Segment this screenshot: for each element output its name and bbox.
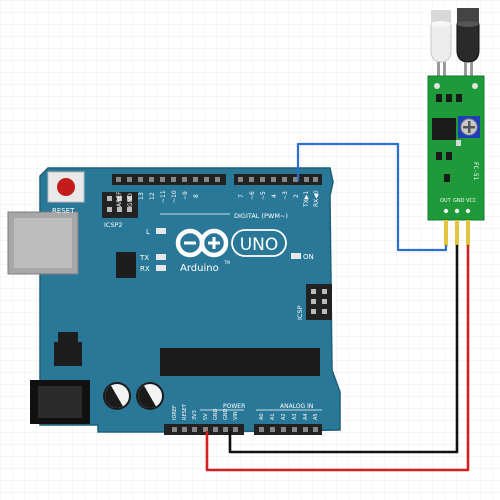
icsp2-label: ICSP2 [104,221,123,229]
pin-label-tx: TX▶1 [303,191,310,208]
pin-label-5: ~5 [260,191,267,200]
led-label-tx: TX [139,254,149,262]
arduino-board: RESET ICSP2 AREF GND 13 12 ~11 ~ [7,167,341,435]
pin-label-7: 7 [238,194,245,198]
power-pin-reset: RESET [182,403,188,420]
sensor-pin-label-gnd: GND [453,198,465,204]
sensor-smd-parts [436,94,462,182]
led-l [156,228,166,234]
ir-sensor-module: FC-51 OUT GND VCC [427,8,485,246]
usb-chip [116,252,136,278]
ir-receiver-led [456,8,480,76]
led-label-l: L [146,228,150,236]
analog-pin-a0: A0 [259,413,265,420]
pin-label-13: 13 [138,192,145,200]
power-pin-vin: VIN [233,411,239,420]
arduino-brand-text: Arduino [180,263,219,274]
dc-jack-inner [38,386,82,418]
capacitor-1 [103,382,131,410]
icsp-pins [311,289,327,314]
power-pin-ioref: IOREF [172,405,178,420]
digital-header-left [112,174,226,185]
pin-label-11: ~11 [160,190,167,203]
sensor-header-pins [444,220,470,246]
arduino-logo [175,228,229,258]
icsp-label: ICSP [296,305,304,320]
analog-header [254,424,322,435]
analog-pin-a2: A2 [281,413,287,420]
pin-label-9: ~9 [182,191,189,200]
icsp-header [306,284,332,320]
power-pin-3v3: 3V3 [192,410,198,420]
potentiometer[interactable] [458,116,480,138]
analog-pin-a3: A3 [292,413,298,420]
pin-label-8: 8 [193,194,200,198]
reset-label: RESET [52,207,75,215]
pin-label-12: 12 [149,192,156,200]
digital-header-left-pins [116,177,220,182]
led-tx [156,254,166,260]
pin-label-rx: RX◀0 [313,190,320,207]
sensor-pin-label-vcc: VCC [466,198,477,204]
regulator [54,342,82,366]
power-label: POWER [223,403,245,410]
power-pin-5v: 5V [203,413,209,420]
power-header-pins [172,427,238,432]
analog-header-pins [259,427,318,432]
uno-badge [231,229,287,257]
digital-header-right [234,174,322,185]
pin-label-6: ~6 [249,191,256,200]
reset-button-cap[interactable] [57,178,75,196]
analog-pin-a5: A5 [313,413,319,420]
led-label-rx: RX [140,265,150,273]
sensor-pin-pads [443,208,471,214]
wire-signal-out-to-d2 [296,142,448,252]
icsp2-pins [107,196,132,212]
pin-label-4: 4 [271,194,278,198]
sensor-mount-holes [434,83,478,89]
power-pin-gnd-2: GND [223,408,229,420]
usb-connector-inner [14,218,72,268]
pin-label-10: ~10 [171,190,178,203]
wire-gnd [228,244,459,454]
sensor-model-label: FC-51 [472,162,479,180]
on-label: ON [303,253,314,261]
trademark-text: TM [223,260,230,265]
analog-pin-a4: A4 [303,413,309,420]
pin-label-gnd: GND [127,193,134,207]
sensor-pin-label-out: OUT [440,198,452,204]
atmega-chip [160,348,320,376]
regulator-tab [58,332,78,342]
capacitor-2 [136,382,164,410]
wire-vcc-to-5v [205,244,470,472]
ir-emitter-led [430,10,452,76]
led-rx [156,265,166,271]
on-led [291,253,301,259]
digital-header-right-pins [238,177,318,182]
digital-label: DIGITAL (PWM~) [234,212,288,220]
pin-label-3: ~3 [282,191,289,200]
comparator-chip [432,118,456,140]
power-pin-gnd-1: GND [213,408,219,420]
analog-label: ANALOG IN [280,403,313,410]
pin-label-aref: AREF [116,191,123,207]
pin-label-2: 2 [293,194,300,198]
analog-pin-a1: A1 [270,413,276,420]
wires [205,142,470,472]
uno-text: UNO [240,235,279,255]
